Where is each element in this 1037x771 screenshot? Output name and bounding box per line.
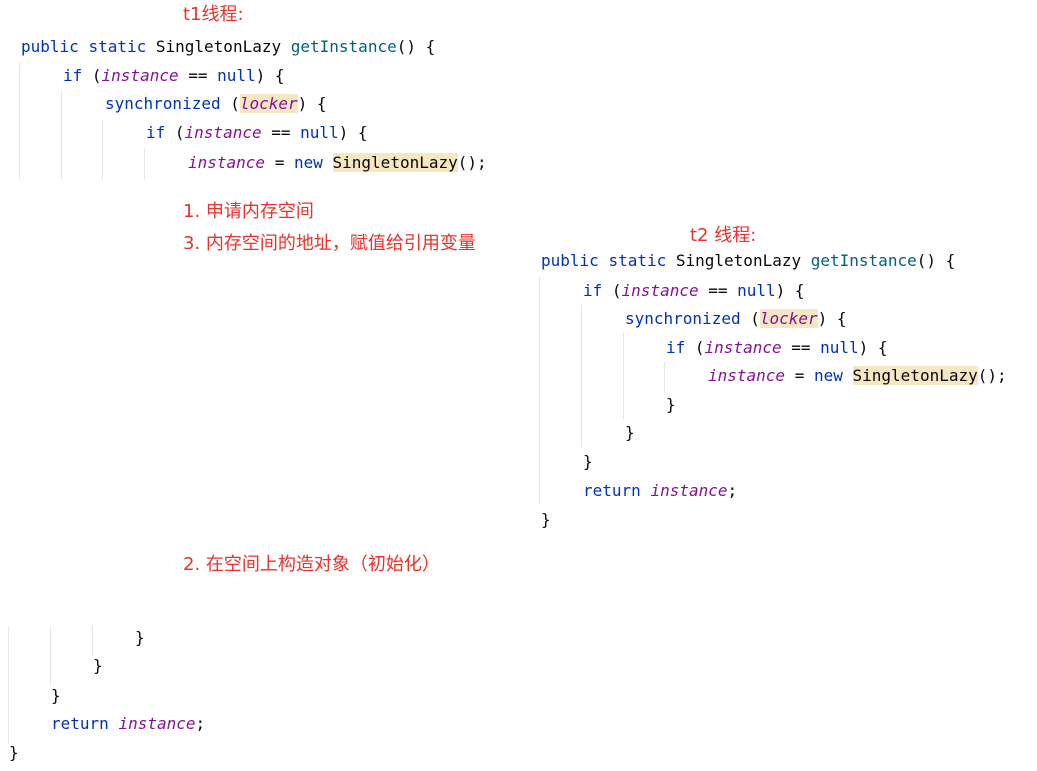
t2-outer-if: if (instance == null) { — [583, 281, 805, 300]
t1-synchronized: synchronized (locker) { — [105, 94, 327, 113]
t2-close-inner-if: } — [666, 395, 676, 414]
t1-inner-if: if (instance == null) { — [146, 123, 368, 142]
t2-new-instance: instance = new SingletonLazy(); — [708, 366, 1007, 385]
t1-return: return instance; — [51, 714, 206, 733]
t1-close-inner-if: } — [135, 628, 145, 647]
t2-inner-if: if (instance == null) { — [666, 338, 888, 357]
t2-close-outer-if: } — [583, 452, 593, 471]
step-2-construct-object: 2. 在空间上构造对象（初始化） — [183, 554, 440, 575]
t1-close-method: } — [9, 743, 19, 762]
t1-close-outer-if: } — [51, 686, 61, 705]
t1-close-synchronized: } — [93, 656, 103, 675]
t2-method-signature: public static SingletonLazy getInstance(… — [541, 251, 956, 270]
t1-outer-if: if (instance == null) { — [63, 66, 285, 85]
t2-close-synchronized: } — [625, 423, 635, 442]
t1-new-instance: instance = new SingletonLazy(); — [188, 153, 487, 172]
t2-return: return instance; — [583, 481, 738, 500]
t1-method-signature: public static SingletonLazy getInstance(… — [21, 37, 436, 56]
t2-close-method: } — [541, 510, 551, 529]
step-3-assign-reference: 3. 内存空间的地址，赋值给引用变量 — [183, 233, 476, 254]
t2-thread-title: t2 线程: — [690, 225, 757, 246]
t2-synchronized: synchronized (locker) { — [625, 309, 847, 328]
step-1-allocate-memory: 1. 申请内存空间 — [183, 201, 314, 222]
t1-thread-title: t1线程: — [183, 4, 244, 25]
